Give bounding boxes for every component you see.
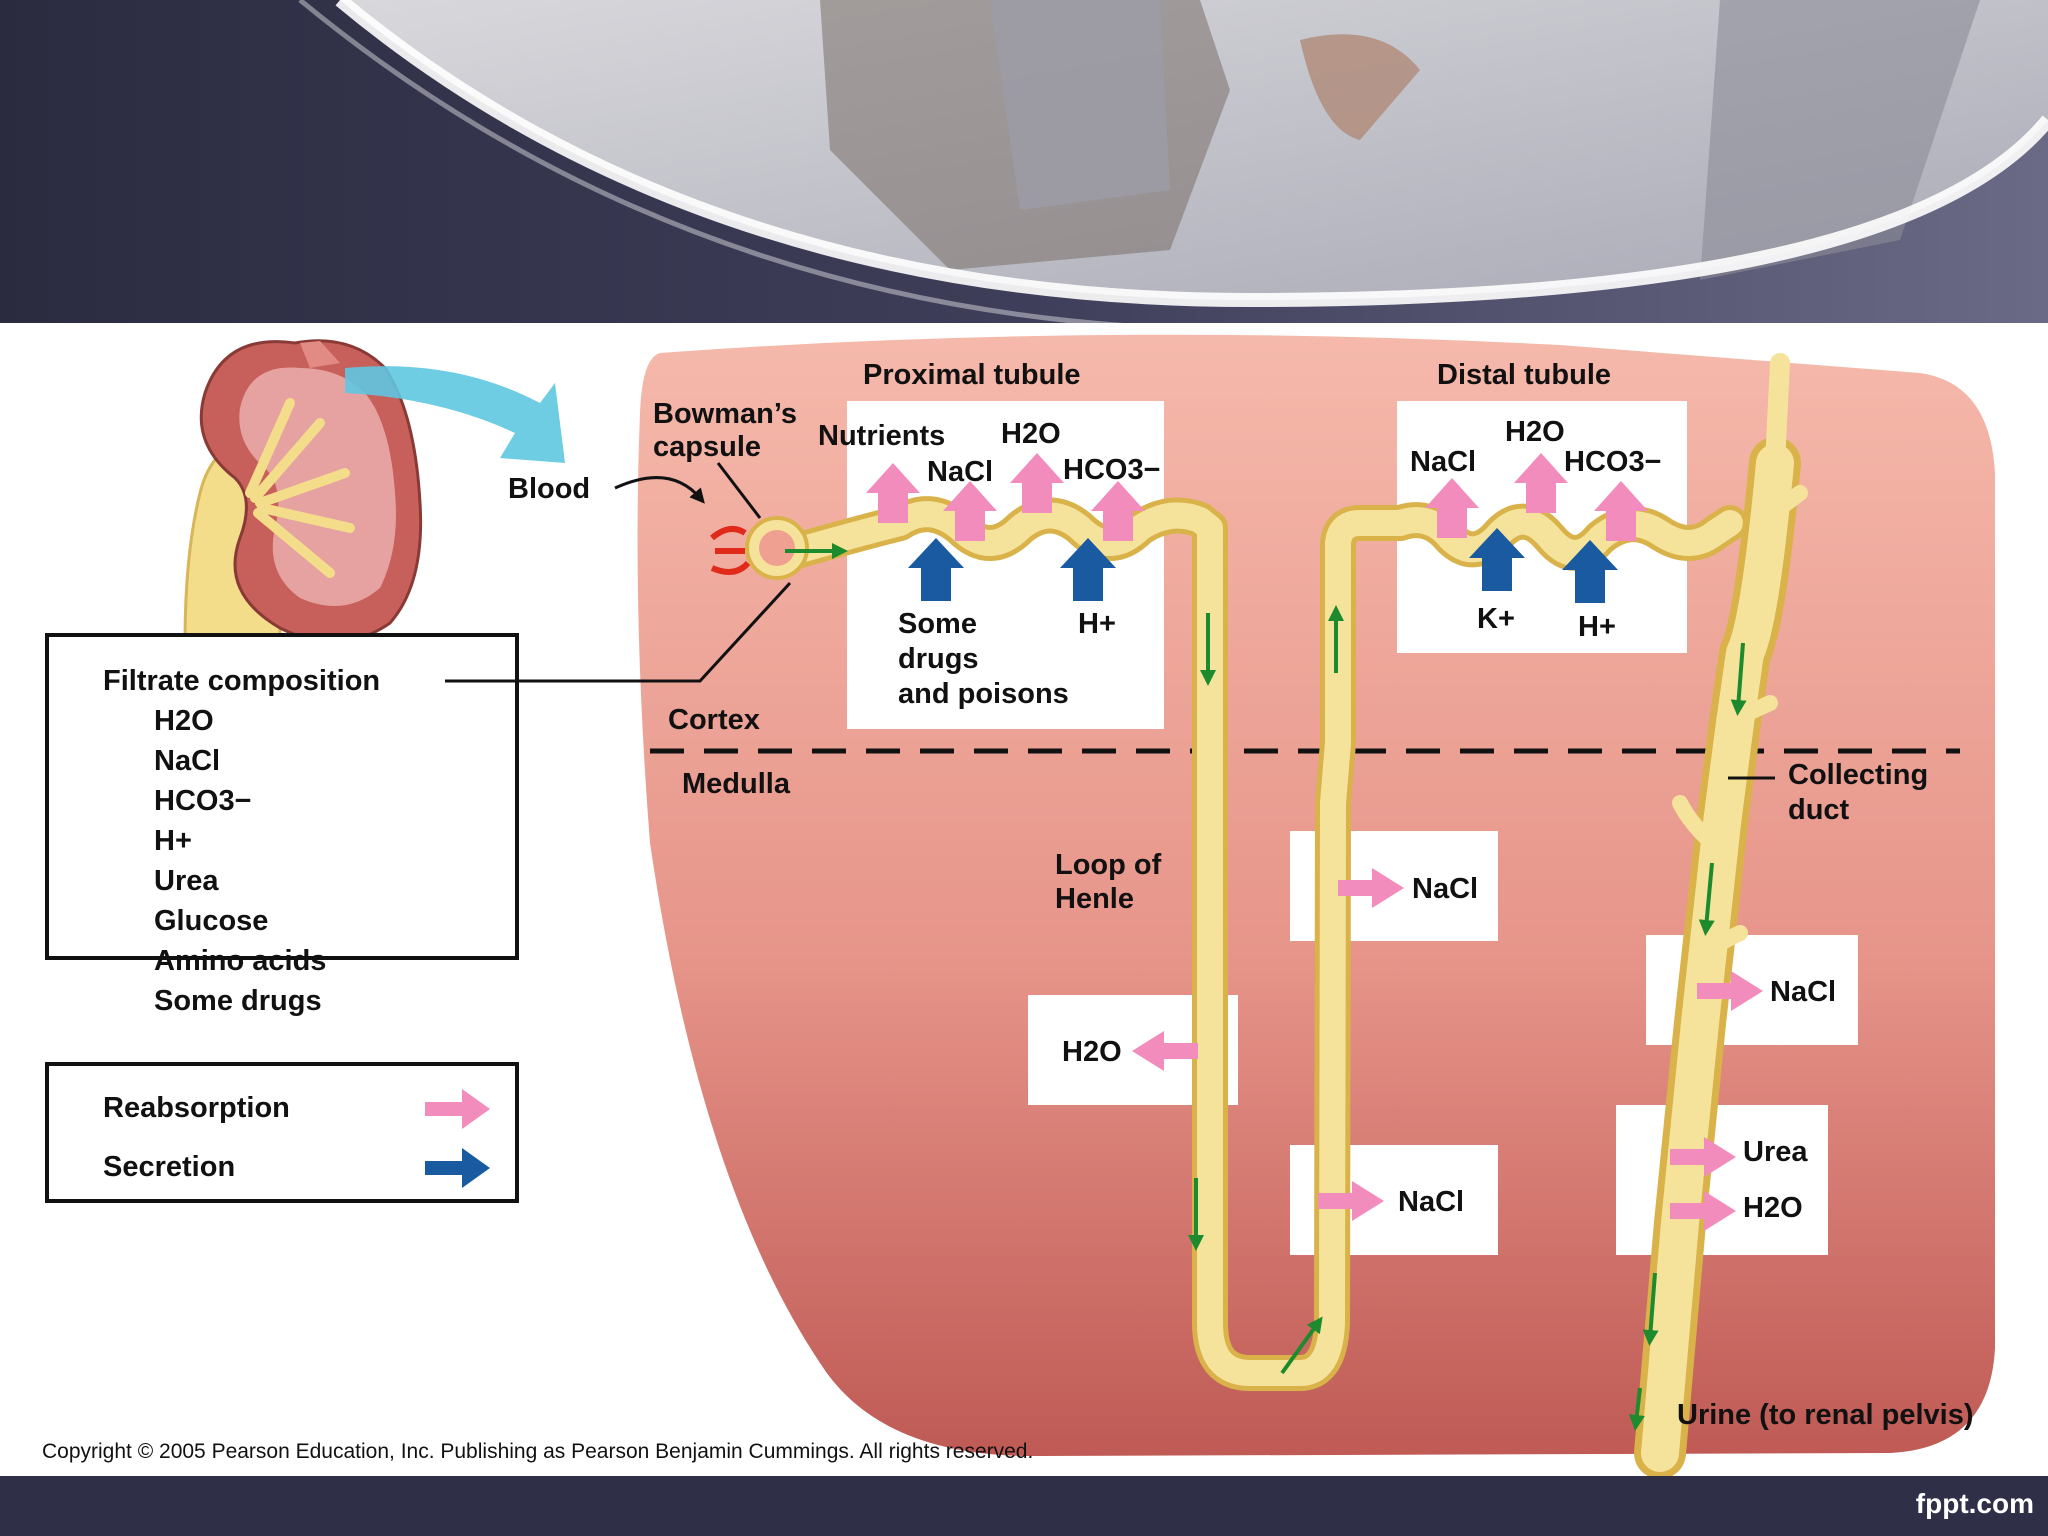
copyright-text: Copyright © 2005 Pearson Education, Inc.…	[42, 1440, 1033, 1463]
proximal-nutrients: Nutrients	[818, 420, 945, 452]
proximal-hco3: HCO3−	[1063, 454, 1161, 486]
distal-h2o: H2O	[1505, 416, 1565, 448]
urine-label: Urine (to renal pelvis)	[1677, 1399, 1974, 1431]
proximal-drugs-line3: and poisons	[898, 678, 1069, 710]
collecting-label-line1: Collecting	[1788, 759, 1928, 791]
legend-secretion-label: Secretion	[103, 1151, 235, 1183]
medulla-reabsorption-arrows	[1132, 868, 1763, 1231]
proximal-tubule-label: Proximal tubule	[863, 359, 1081, 391]
bowmans-label-line1: Bowman’s	[653, 398, 797, 430]
filtrate-box	[45, 633, 519, 960]
distal-k-plus: K+	[1477, 603, 1515, 635]
filtrate-leader	[445, 581, 792, 683]
distal-secretion-arrows	[1469, 528, 1618, 603]
distal-reabsorption-arrows	[1425, 453, 1648, 541]
filtrate-list: H2O NaCl HCO3− H+ Urea Glucose Amino aci…	[154, 705, 326, 1017]
filtrate-item: Urea	[154, 865, 219, 897]
footer-bar	[0, 1476, 2048, 1536]
filtrate-item: Amino acids	[154, 945, 326, 977]
proximal-nacl: NaCl	[927, 456, 993, 488]
ascending-upper-nacl: NaCl	[1412, 873, 1478, 905]
proximal-h-plus: H+	[1078, 608, 1116, 640]
loop-label-line1: Loop of	[1055, 849, 1162, 881]
filtrate-item: HCO3−	[154, 785, 252, 817]
filtrate-item: H2O	[154, 705, 214, 737]
zoom-pointer	[345, 366, 565, 463]
proximal-reabsorption-arrows	[866, 453, 1145, 541]
descending-h2o: H2O	[1062, 1036, 1122, 1068]
proximal-drugs-line1: Some	[898, 608, 977, 640]
loop-label-line2: Henle	[1055, 883, 1134, 915]
blood-label: Blood	[508, 473, 590, 505]
header-banner	[0, 0, 2048, 323]
filtrate-item: NaCl	[154, 745, 220, 777]
distal-h-plus: H+	[1578, 611, 1616, 643]
legend-secretion-arrow	[425, 1148, 490, 1188]
legend-reabsorption-label: Reabsorption	[103, 1092, 290, 1124]
legend-box	[45, 1062, 519, 1203]
nephron-diagram: Blood Bowman’s capsule Proximal tubule D…	[42, 334, 1995, 1476]
collecting-nacl: NaCl	[1770, 976, 1836, 1008]
proximal-secretion-arrows	[908, 538, 1116, 601]
filtrate-item: Some drugs	[154, 985, 322, 1017]
collecting-label-line2: duct	[1788, 794, 1850, 826]
collecting-h2o: H2O	[1743, 1192, 1803, 1224]
distal-hco3: HCO3−	[1564, 446, 1662, 478]
proximal-h2o: H2O	[1001, 418, 1061, 450]
kidney-illustration	[183, 339, 423, 645]
header-swoosh	[335, 0, 2048, 308]
collecting-urea: Urea	[1743, 1136, 1808, 1168]
collecting-lower-box	[1616, 1105, 1828, 1255]
bowmans-leader	[716, 462, 762, 519]
bowmans-label-line2: capsule	[653, 431, 761, 463]
glomerulus	[710, 516, 809, 580]
distal-nacl: NaCl	[1410, 446, 1476, 478]
flow-arrows	[785, 543, 1747, 1431]
proximal-drugs-line2: drugs	[898, 643, 979, 675]
legend-reabsorption-arrow	[425, 1089, 490, 1129]
filtrate-item: H+	[154, 825, 192, 857]
brand-watermark: fppt.com	[1915, 1488, 2034, 1519]
blood-arrow	[614, 476, 705, 504]
distal-tubule-label: Distal tubule	[1437, 359, 1611, 391]
cortex-label: Cortex	[668, 704, 760, 736]
filtrate-item: Glucose	[154, 905, 268, 937]
filtrate-title: Filtrate composition	[103, 665, 380, 697]
nephron-tubule	[782, 353, 1808, 1476]
ascending-lower-nacl: NaCl	[1398, 1186, 1464, 1218]
medulla-label: Medulla	[682, 768, 791, 800]
